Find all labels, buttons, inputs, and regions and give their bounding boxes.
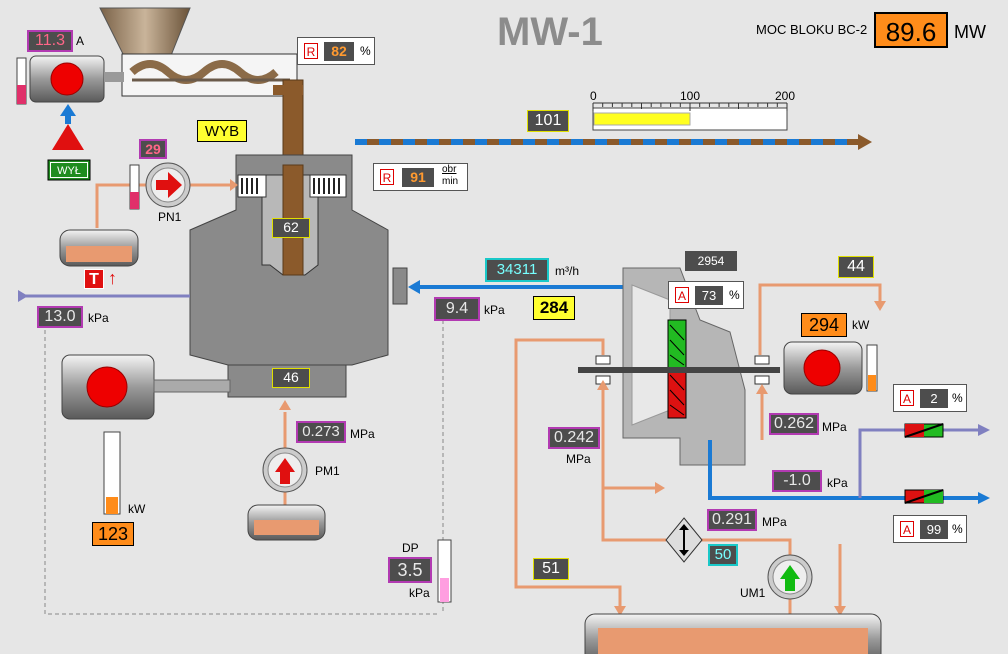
scale-mid: 100 xyxy=(680,89,701,103)
mill-motor-power-unit: kW xyxy=(128,502,146,516)
pm1-label[interactable]: PM1 xyxy=(315,464,340,478)
pm1-pressure-value: 0.273 xyxy=(296,421,346,443)
mill-level2-value: 46 xyxy=(272,368,310,388)
valve-bottom-unit: % xyxy=(952,522,963,536)
feeder-setpoint-r: R xyxy=(304,43,318,59)
fan-motor-power-unit: kW xyxy=(852,318,870,332)
valve-top-value: 2 xyxy=(920,389,948,408)
valve-bottom-a: A xyxy=(900,521,914,537)
coal-hopper xyxy=(99,7,191,59)
mill-level-value: 62 xyxy=(272,218,310,238)
um1-pressure-unit: MPa xyxy=(762,515,787,529)
valve-bottom-value: 99 xyxy=(920,520,948,539)
mill-motor-power-value: 123 xyxy=(92,522,134,546)
dp-label: DP xyxy=(402,541,419,555)
air-pressure-value: -1.0 xyxy=(772,470,822,492)
pressure-left-unit: kPa xyxy=(88,311,109,325)
um1-pressure-value: 0.291 xyxy=(707,509,757,531)
feeder-setpoint-box[interactable]: R 82 % xyxy=(297,37,375,65)
damper-valve-bottom xyxy=(904,489,944,504)
mill-speed-unit-bottom: min xyxy=(442,176,459,187)
block-power-label: MOC BLOKU BC-2 xyxy=(756,22,868,37)
pressure-mill-unit: kPa xyxy=(484,303,505,317)
fan-pressure-left-unit: MPa xyxy=(566,452,591,466)
arrow-up-icon: ↑ xyxy=(108,268,117,288)
fan-pressure-right-unit: MPa xyxy=(822,420,847,434)
valve-top-box[interactable]: A 2 % xyxy=(893,384,967,412)
scale-min: 0 xyxy=(590,89,597,103)
air-flow-value: 34311 xyxy=(485,258,549,282)
fan-damper-box[interactable]: A 73 % xyxy=(668,281,744,309)
um1-label[interactable]: UM1 xyxy=(740,586,766,600)
valve-top-unit: % xyxy=(952,391,963,405)
thermo-t-label[interactable]: T xyxy=(84,269,104,289)
pn1-value: 29 xyxy=(139,139,167,159)
fan-temp-value: 44 xyxy=(838,256,874,278)
fan-damper-a: A xyxy=(675,287,689,303)
line51-value: 51 xyxy=(533,558,569,580)
fan-value: 2954 xyxy=(685,251,737,271)
pn1-label[interactable]: PN1 xyxy=(158,210,182,224)
scale-max: 200 xyxy=(775,89,796,103)
um1-value: 50 xyxy=(708,544,738,566)
feeder-setpoint-value: 82 xyxy=(324,42,354,61)
mill-speed-unit-top: obr xyxy=(442,164,457,175)
air-pressure-unit: kPa xyxy=(827,476,848,490)
dp-unit: kPa xyxy=(409,586,430,600)
fan-damper-value: 73 xyxy=(695,286,723,305)
block-power-value: 89.6 xyxy=(874,12,948,48)
mill-speed-value: 91 xyxy=(402,168,434,187)
valve-top-a: A xyxy=(900,390,914,406)
mill-speed-box[interactable]: R 91 obr min xyxy=(373,163,468,191)
feeder-current-value: 11.3 xyxy=(27,30,73,52)
page-title: MW-1 xyxy=(497,10,603,54)
valve-bottom-box[interactable]: A 99 % xyxy=(893,515,967,543)
fan-pressure-left-value: 0.242 xyxy=(548,427,600,449)
damper-valve-top xyxy=(904,423,944,438)
coal-line-value: 101 xyxy=(527,110,569,132)
fan-pressure-right-value: 0.262 xyxy=(769,413,819,435)
fan-damper-unit: % xyxy=(729,288,740,302)
air-temp-value: 284 xyxy=(533,296,575,320)
off-button[interactable]: WYŁ xyxy=(50,162,88,178)
pressure-mill-value: 9.4 xyxy=(434,297,480,321)
select-button[interactable]: WYB xyxy=(197,120,247,142)
feeder-setpoint-unit: % xyxy=(360,44,371,58)
pm1-pressure-unit: MPa xyxy=(350,427,375,441)
air-flow-unit: m³/h xyxy=(555,264,579,278)
mill-speed-r: R xyxy=(380,169,394,185)
fan-motor-power-value: 294 xyxy=(801,313,847,337)
block-power-unit: MW xyxy=(954,22,986,42)
feeder-current-unit: A xyxy=(76,34,85,48)
pressure-left-value: 13.0 xyxy=(37,306,83,328)
dp-value: 3.5 xyxy=(388,557,432,583)
